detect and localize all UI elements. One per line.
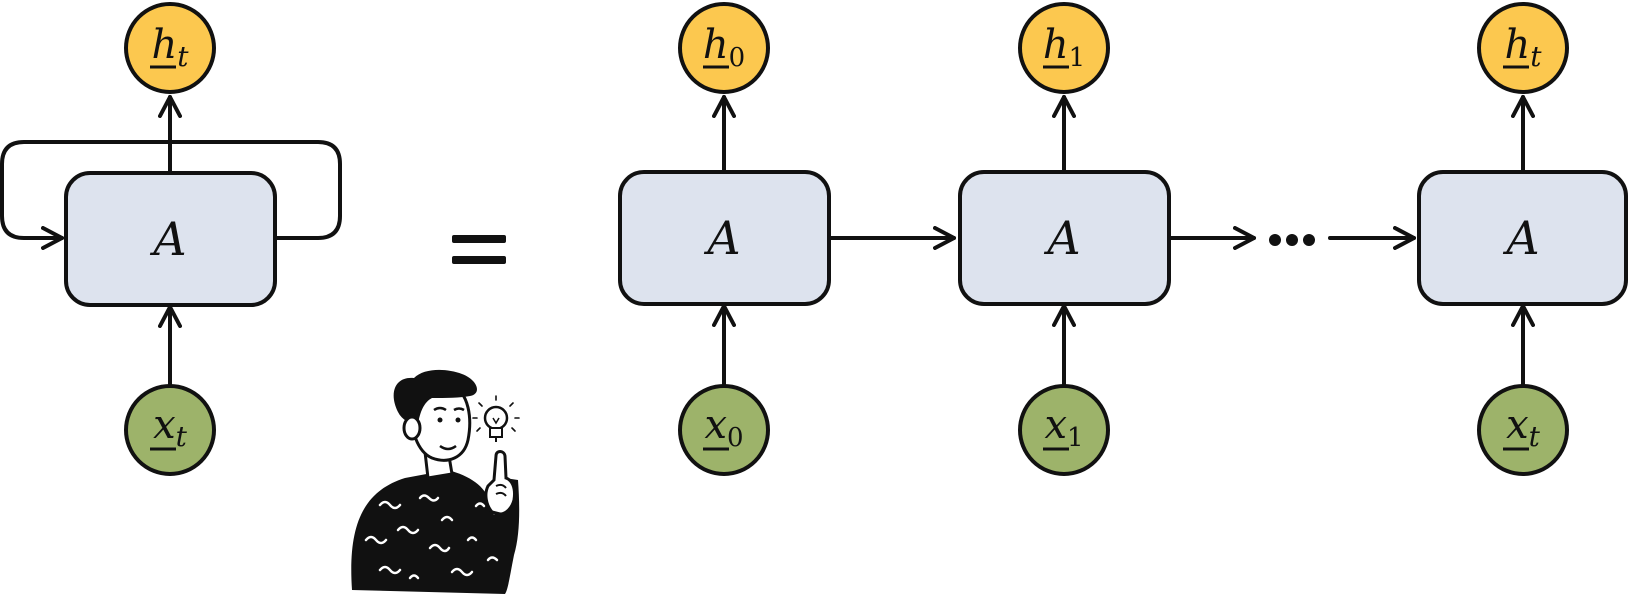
input-t-label: xt: [1506, 402, 1541, 453]
rolled-cell-label: A: [149, 212, 186, 266]
input-node-1: x1: [1018, 384, 1110, 476]
thinking-person-illustration: [351, 369, 520, 594]
lightbulb-icon: [472, 395, 520, 442]
cell-t-label: A: [1502, 211, 1539, 265]
cell-t: [1417, 170, 1628, 306]
input-node-t: xt: [1477, 384, 1569, 476]
cell-1-label: A: [1043, 211, 1080, 265]
ellipsis-dots: •••: [1269, 234, 1315, 246]
output-node-t: ht: [1477, 2, 1569, 94]
unrolled-timestep-1: A h1 x1: [958, 2, 1171, 476]
unrolled-timestep-t: A ht xt: [1417, 2, 1628, 476]
input-0-label: x0: [704, 402, 743, 453]
rolled-output-node: ht: [124, 2, 216, 94]
rolled-input-node: xt: [124, 384, 216, 476]
rolled-rnn: A ht xt: [0, 2, 342, 476]
rolled-cell: [64, 171, 277, 307]
rolled-input-label: xt: [153, 402, 188, 453]
output-node-0: h0: [678, 2, 770, 94]
output-0-label: h0: [703, 22, 745, 73]
cell-0-label: A: [703, 211, 740, 265]
equals-sign: =: [452, 235, 506, 264]
unrolled-timestep-0: A h0 x0: [618, 2, 831, 476]
rolled-output-label: ht: [151, 22, 189, 73]
input-node-0: x0: [678, 384, 770, 476]
cell-0: [618, 170, 831, 306]
input-1-label: x1: [1044, 402, 1083, 453]
cell-1: [958, 170, 1171, 306]
output-1-label: h1: [1043, 22, 1085, 73]
output-t-label: ht: [1504, 22, 1542, 73]
output-node-1: h1: [1018, 2, 1110, 94]
